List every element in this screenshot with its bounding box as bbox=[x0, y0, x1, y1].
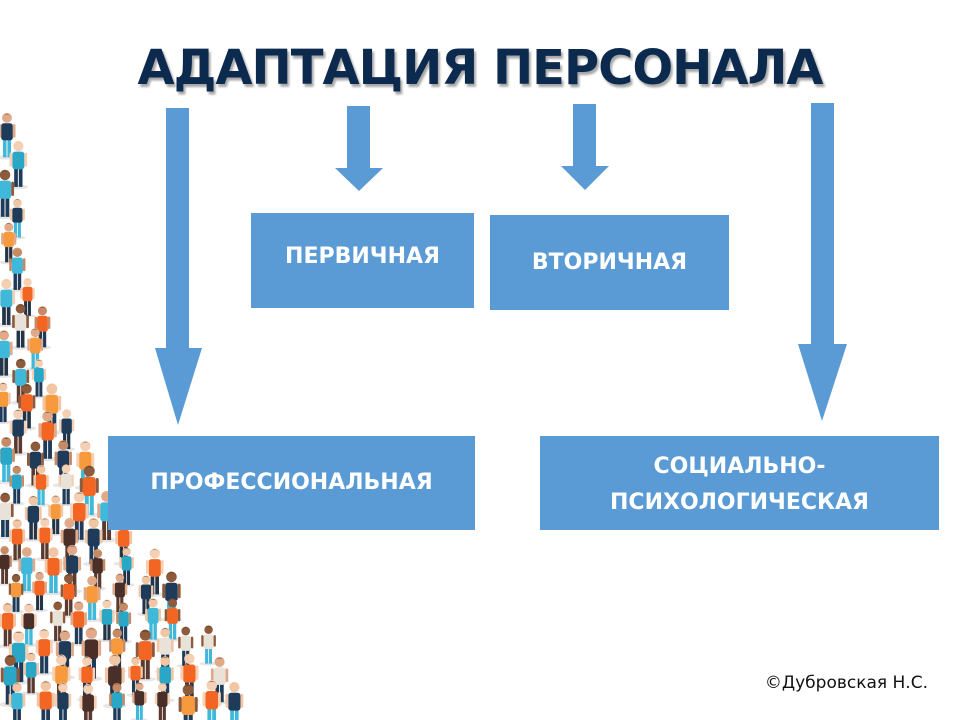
person-figure bbox=[18, 383, 36, 429]
person-figure bbox=[58, 464, 74, 505]
person-figure bbox=[50, 601, 66, 642]
person-figure bbox=[23, 652, 39, 694]
person-figure bbox=[20, 603, 37, 646]
person-figure bbox=[35, 628, 53, 674]
box-professional-label: ПРОФЕССИОНАЛЬНАЯ bbox=[150, 470, 433, 495]
person-figure bbox=[154, 682, 170, 720]
person-figure bbox=[36, 517, 53, 560]
person-figure bbox=[32, 571, 47, 611]
person-figure bbox=[8, 682, 26, 720]
person-figure bbox=[36, 680, 55, 720]
person-figure bbox=[33, 464, 49, 506]
person-shadow bbox=[0, 420, 12, 425]
person-shadow bbox=[130, 717, 148, 720]
person-figure bbox=[31, 359, 47, 397]
person-figure bbox=[48, 495, 64, 535]
person-figure bbox=[60, 573, 77, 616]
person-figure bbox=[12, 358, 30, 403]
person-figure bbox=[18, 547, 36, 592]
box-secondary-adaptation: ВТОРИЧНАЯ bbox=[490, 215, 729, 310]
person-figure bbox=[202, 679, 221, 720]
person-figure bbox=[70, 601, 87, 645]
person-figure bbox=[90, 549, 106, 589]
person-figure bbox=[8, 573, 24, 612]
person-figure bbox=[0, 112, 16, 158]
person-figure bbox=[0, 602, 17, 647]
person-figure bbox=[132, 682, 147, 720]
person-figure bbox=[9, 409, 27, 454]
person-shadow bbox=[30, 608, 48, 613]
person-figure bbox=[34, 306, 51, 348]
box-social-psychological-adaptation: СОЦИАЛЬНО- ПСИХОЛОГИЧЕСКАЯ bbox=[540, 436, 939, 530]
person-figure bbox=[0, 169, 15, 217]
box-primary-label: ПЕРВИЧНАЯ bbox=[285, 243, 440, 269]
person-figure bbox=[9, 247, 26, 290]
person-figure bbox=[109, 628, 126, 671]
arrow-to-social bbox=[798, 103, 847, 421]
box-professional-adaptation: ПРОФЕССИОНАЛЬНАЯ bbox=[108, 436, 475, 530]
person-figure bbox=[0, 382, 11, 423]
person-figure bbox=[156, 656, 174, 701]
box-social-label-line1: СОЦИАЛЬНО- bbox=[653, 454, 826, 479]
person-figure bbox=[44, 547, 63, 594]
person-figure bbox=[9, 198, 25, 238]
person-figure bbox=[12, 303, 29, 348]
person-figure bbox=[20, 277, 35, 316]
person-shadow bbox=[10, 345, 30, 350]
person-figure bbox=[178, 684, 198, 720]
person-figure bbox=[79, 684, 97, 720]
person-figure bbox=[116, 602, 132, 642]
person-figure bbox=[201, 625, 216, 664]
person-figure bbox=[225, 682, 244, 720]
person-figure bbox=[109, 682, 125, 720]
person-figure bbox=[63, 544, 82, 592]
person-figure bbox=[0, 492, 14, 537]
person-figure bbox=[54, 682, 72, 720]
person-figure bbox=[164, 598, 181, 640]
arrow-to-secondary bbox=[561, 104, 609, 190]
person-figure bbox=[83, 575, 101, 620]
person-figure bbox=[0, 545, 12, 584]
person-figure bbox=[99, 599, 115, 641]
box-social-label-line2: ПСИХОЛОГИЧЕСКАЯ bbox=[610, 490, 869, 515]
person-figure bbox=[0, 330, 13, 376]
person-figure bbox=[38, 411, 57, 459]
arrow-to-primary bbox=[335, 106, 383, 191]
person-figure bbox=[24, 495, 42, 540]
person-figure bbox=[9, 141, 28, 187]
person-figure bbox=[145, 548, 164, 595]
person-figure bbox=[52, 654, 71, 703]
person-figure bbox=[9, 465, 24, 504]
person-figure bbox=[138, 575, 154, 615]
person-shadow bbox=[199, 661, 217, 666]
person-figure bbox=[9, 519, 26, 561]
person-figure bbox=[0, 436, 15, 482]
person-figure bbox=[145, 598, 162, 640]
box-secondary-label: ВТОРИЧНАЯ bbox=[531, 249, 688, 275]
crowd-illustration bbox=[0, 112, 244, 720]
page-title: АДАПТАЦИЯ ПЕРСОНАЛА bbox=[137, 40, 824, 96]
person-figure bbox=[119, 547, 134, 585]
arrow-to-professional bbox=[155, 108, 202, 425]
person-figure bbox=[0, 278, 16, 325]
box-primary-adaptation: ПЕРВИЧНАЯ bbox=[251, 213, 474, 308]
copyright-text: ©Дубровская Н.С. bbox=[764, 673, 928, 693]
person-shadow bbox=[42, 590, 64, 596]
person-figure bbox=[0, 654, 20, 705]
person-figure bbox=[1, 222, 17, 263]
